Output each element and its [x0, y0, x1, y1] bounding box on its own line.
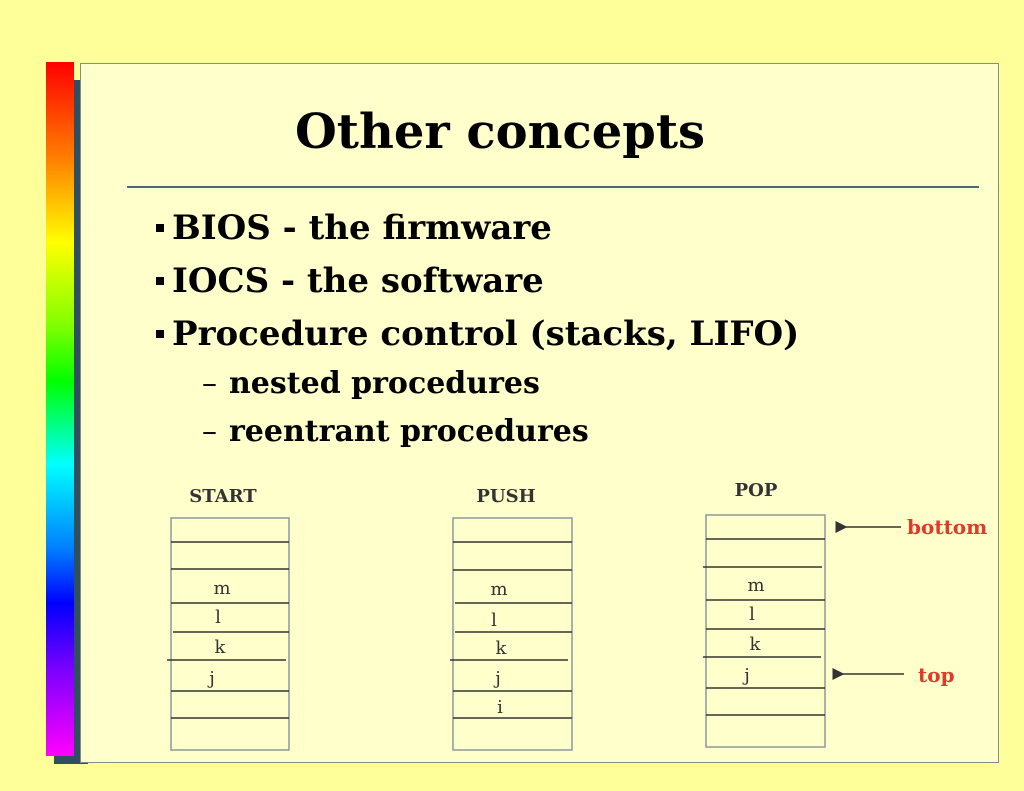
- stack-item: m: [490, 579, 507, 600]
- sidebar-shadow-bottom: [54, 756, 88, 764]
- bullet-bios: BIOS - the firmware: [156, 208, 552, 248]
- bullet-text: BIOS - the firmware: [172, 208, 552, 248]
- top-pointer-label: top: [918, 663, 955, 687]
- stack-item: j: [207, 668, 215, 689]
- bullet-text: Procedure control (stacks, LIFO): [172, 314, 800, 354]
- sub-bullet-reentrant: –reentrant procedures: [202, 414, 589, 449]
- stack-item: m: [747, 575, 764, 596]
- stack-item: j: [742, 665, 750, 686]
- sub-bullet-text: reentrant procedures: [229, 414, 589, 449]
- top-pointer: top: [832, 663, 955, 687]
- bullet-text: IOCS - the software: [172, 261, 544, 301]
- stack-item: i: [497, 697, 503, 718]
- stack-label-push: PUSH: [476, 486, 535, 507]
- rainbow-sidebar: [46, 62, 74, 756]
- stack-item: k: [496, 638, 508, 659]
- stack-pop: POP m l k j: [703, 480, 826, 748]
- square-bullet-icon: [156, 330, 164, 338]
- stack-label-pop: POP: [735, 480, 778, 501]
- slide-panel: [80, 63, 999, 763]
- title-divider: [127, 186, 979, 188]
- stack-diagram: START m l k j PUSH m l k j i POP: [167, 480, 987, 751]
- sub-bullet-text: nested procedures: [229, 366, 540, 401]
- square-bullet-icon: [156, 277, 164, 285]
- square-bullet-icon: [156, 224, 164, 232]
- sub-bullet-nested: –nested procedures: [202, 366, 540, 401]
- dash-icon: –: [202, 414, 217, 449]
- stack-item: k: [750, 634, 762, 655]
- stack-item: l: [491, 610, 497, 631]
- stack-frame: [705, 514, 826, 748]
- page-title: Other concepts: [294, 104, 706, 160]
- bottom-pointer: bottom: [835, 515, 987, 539]
- stack-push: PUSH m l k j i: [450, 486, 573, 751]
- stack-start: START m l k j: [167, 486, 290, 751]
- bottom-pointer-label: bottom: [907, 515, 987, 539]
- bullet-iocs: IOCS - the software: [156, 261, 544, 301]
- stack-item: l: [749, 604, 755, 625]
- stack-frame: [170, 517, 290, 751]
- stack-item: k: [215, 637, 227, 658]
- stack-frame: [452, 517, 573, 751]
- stack-item: l: [215, 607, 221, 628]
- stack-item: j: [493, 668, 501, 689]
- stack-label-start: START: [189, 486, 257, 507]
- bullet-procedure-control: Procedure control (stacks, LIFO): [156, 314, 799, 354]
- dash-icon: –: [202, 366, 217, 401]
- stack-item: m: [213, 578, 230, 599]
